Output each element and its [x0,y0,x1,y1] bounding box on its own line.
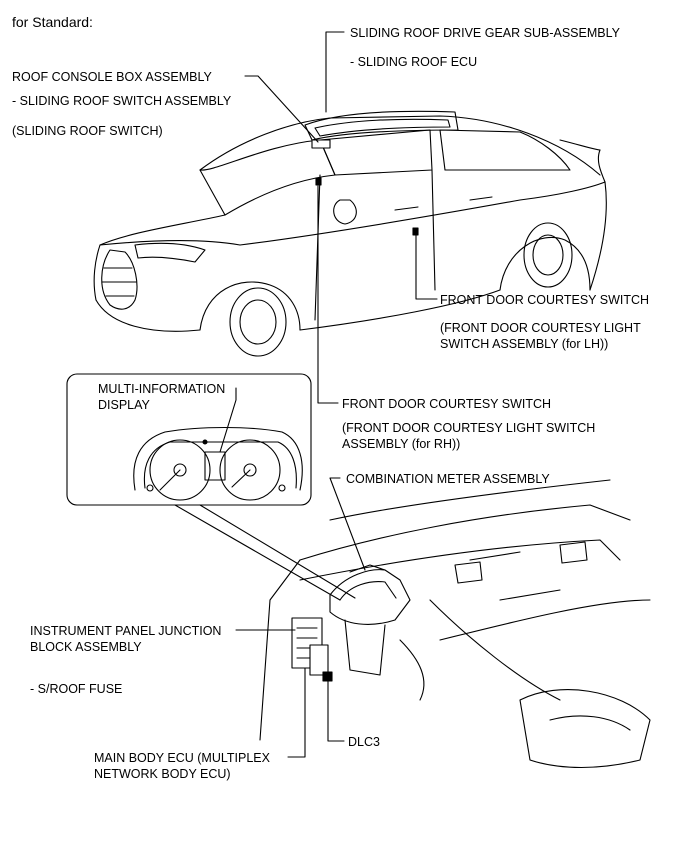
label-front-door-courtesy-rh-sub1: (FRONT DOOR COURTESY LIGHT SWITCH [342,421,596,435]
label-combination-meter: COMBINATION METER ASSEMBLY [346,472,550,486]
page-heading: for Standard: [12,14,93,30]
label-front-door-courtesy-lh-sub1: (FRONT DOOR COURTESY LIGHT [440,321,641,335]
car-illustration [93,110,607,357]
label-front-door-courtesy-switch-rh: FRONT DOOR COURTESY SWITCH [342,397,552,411]
label-multi-information-display-2: DISPLAY [98,398,150,412]
label-roof-console-box: ROOF CONSOLE BOX ASSEMBLY [12,70,212,84]
dashboard-illustration [259,479,651,768]
label-main-body-ecu-1: MAIN BODY ECU (MULTIPLEX [94,751,270,765]
label-front-door-courtesy-rh-sub2: ASSEMBLY (for RH)) [342,437,461,451]
label-sliding-roof-switch-assembly: - SLIDING ROOF SWITCH ASSEMBLY [12,94,232,108]
label-s-roof-fuse: - S/ROOF FUSE [30,682,123,696]
label-front-door-courtesy-switch-lh: FRONT DOOR COURTESY SWITCH [440,293,650,307]
label-instrument-panel-jb-1: INSTRUMENT PANEL JUNCTION [30,624,222,638]
label-sliding-roof-drive-gear: SLIDING ROOF DRIVE GEAR SUB-ASSEMBLY [350,26,620,40]
label-dlc3: DLC3 [348,735,380,749]
label-instrument-panel-jb-2: BLOCK ASSEMBLY [30,640,142,654]
label-sliding-roof-switch: (SLIDING ROOF SWITCH) [12,124,163,138]
label-main-body-ecu-2: NETWORK BODY ECU) [94,767,231,781]
label-sliding-roof-ecu: - SLIDING ROOF ECU [350,55,478,69]
meter-callout-box [66,373,312,506]
label-front-door-courtesy-lh-sub2: SWITCH ASSEMBLY (for LH)) [440,337,609,351]
label-multi-information-display-1: MULTI-INFORMATION [98,382,226,396]
leader-lines [174,31,438,758]
